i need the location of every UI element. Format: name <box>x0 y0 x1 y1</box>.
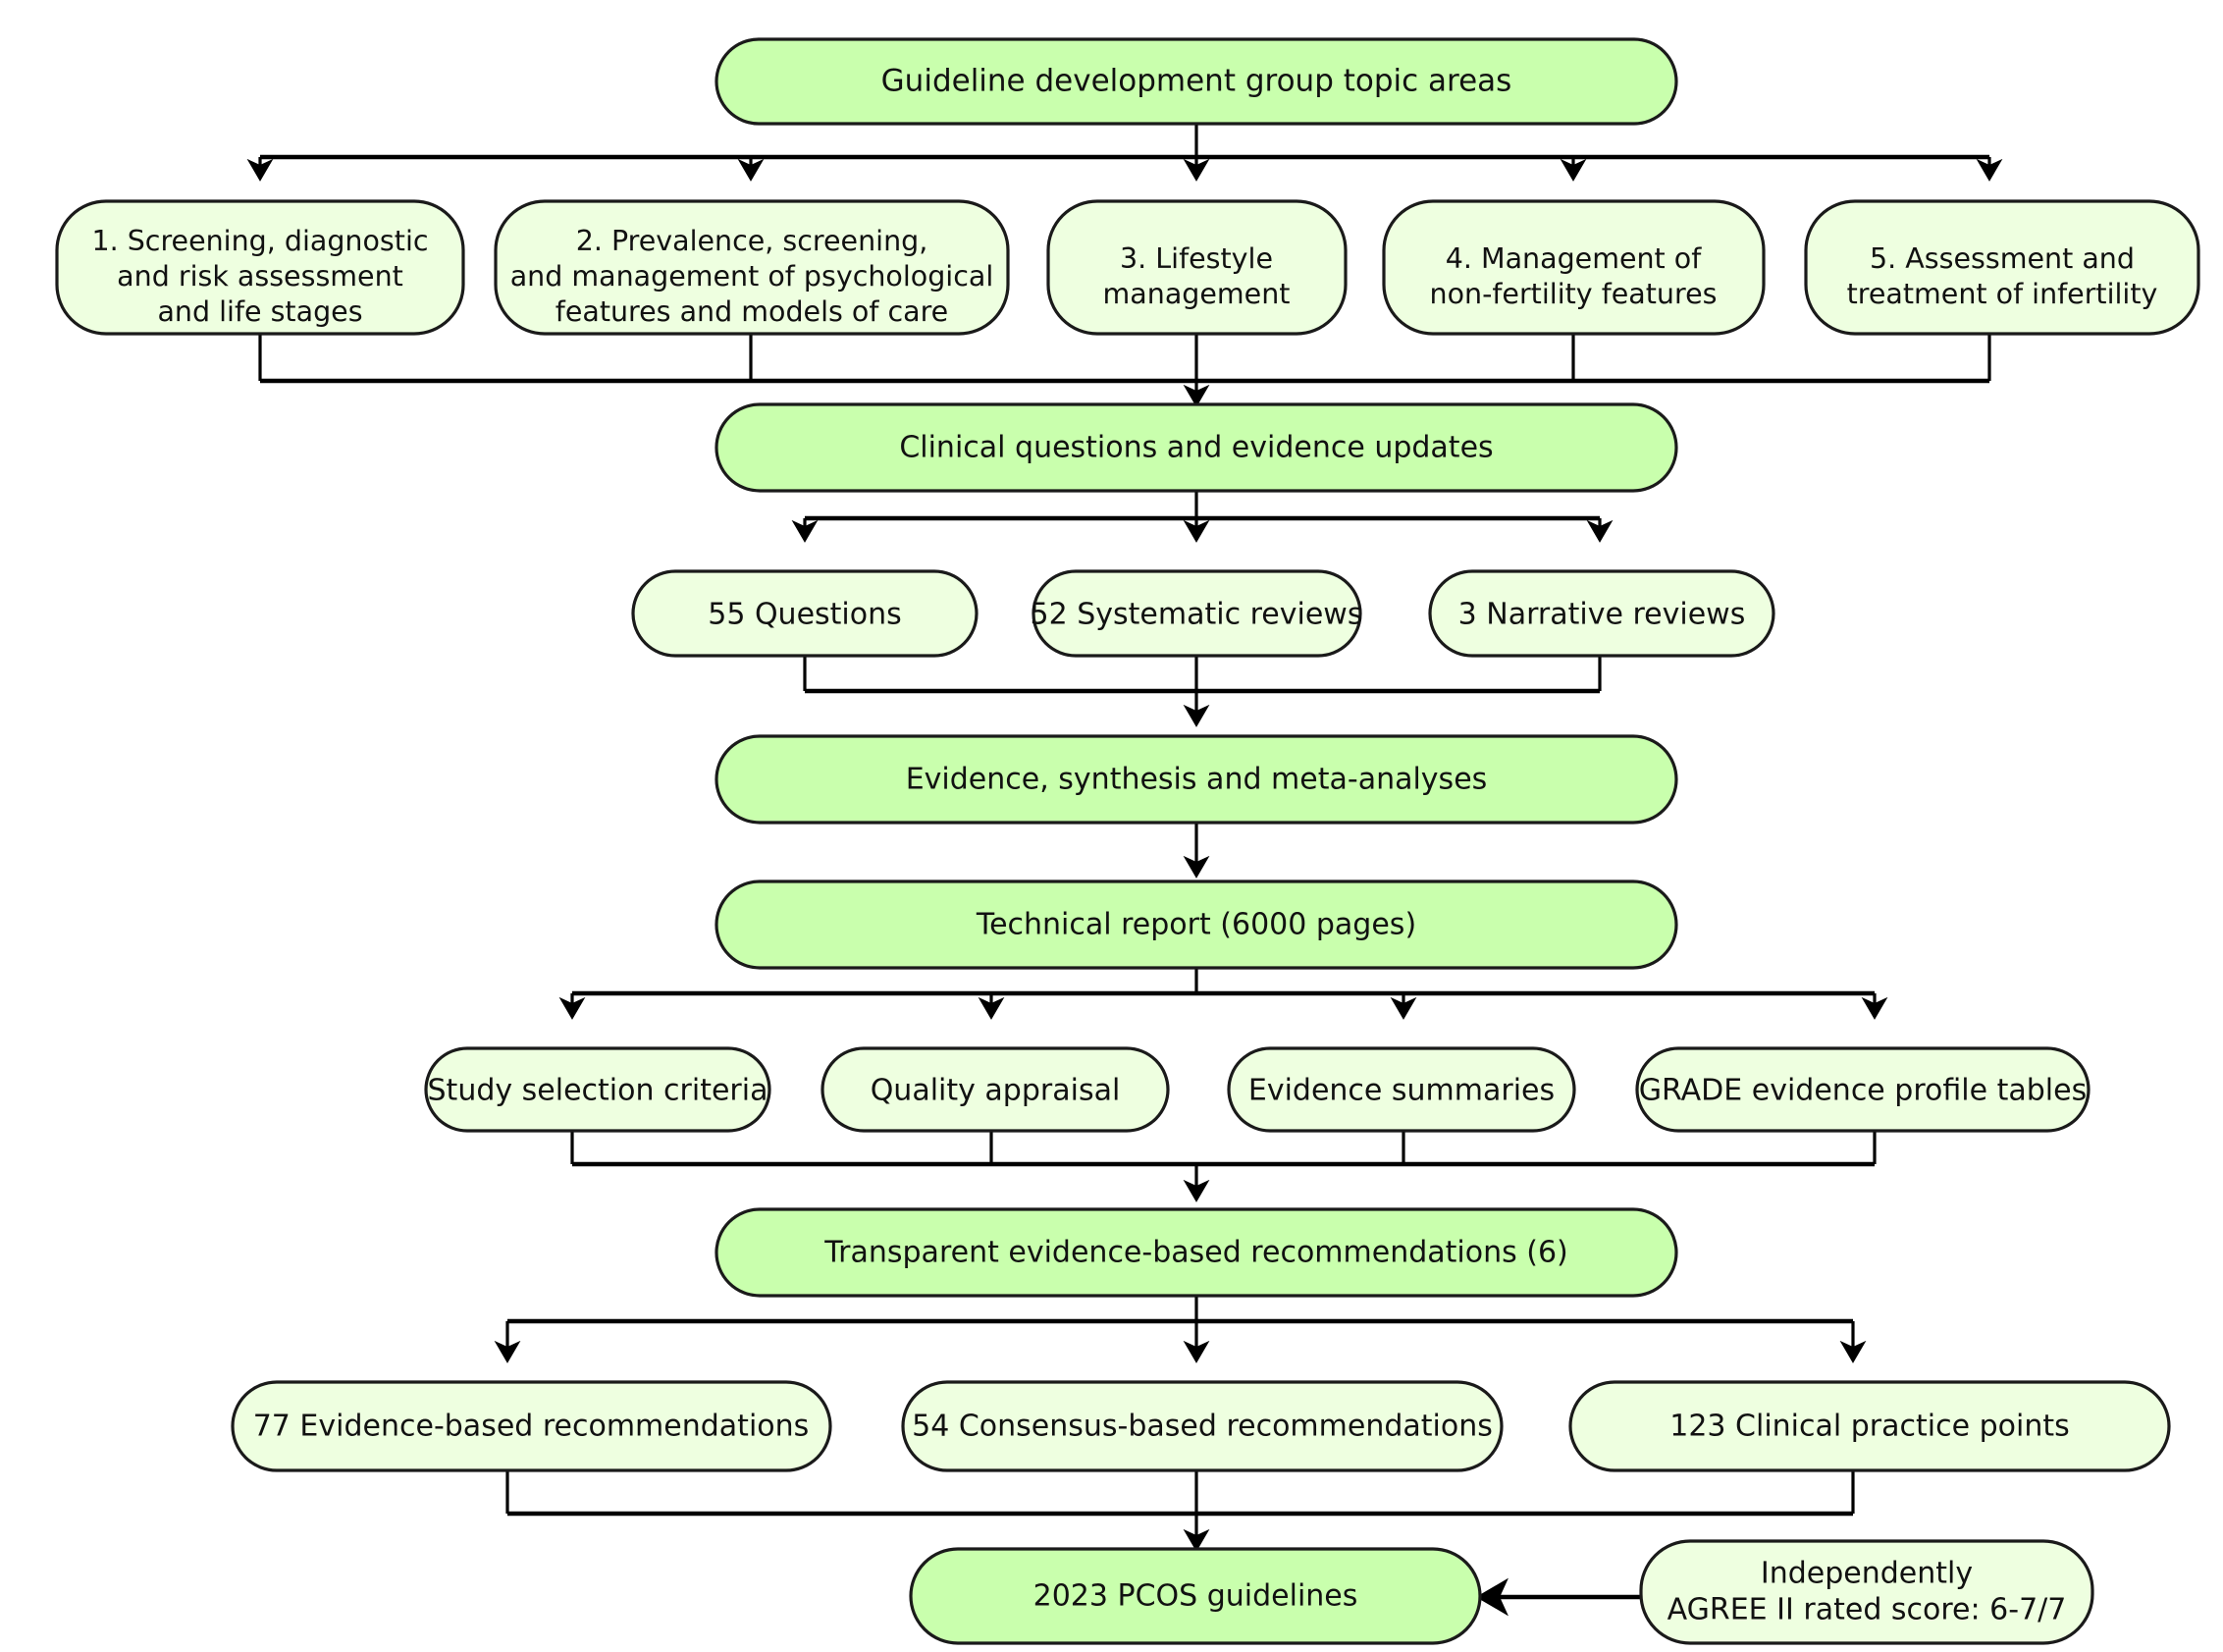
node-consensus-based-recs[interactable]: 54 Consensus-based recommendations <box>901 1380 1504 1472</box>
node-agree-rating[interactable]: Independently AGREE II rated score: 6-7/… <box>1639 1539 2094 1645</box>
edge-technicalreport-to-components <box>558 968 1888 1020</box>
node-grade-tables[interactable]: GRADE evidence profile tables <box>1635 1046 2091 1133</box>
node-topic-2-line-1: 2. Prevalence, screening, <box>576 225 928 257</box>
node-evidence-synthesis[interactable]: Evidence, synthesis and meta-analyses <box>715 734 1678 825</box>
node-clinical-questions-label: Clinical questions and evidence updates <box>899 431 1493 465</box>
node-agree-rating-line-1: Independently <box>1761 1557 1973 1591</box>
node-evidence-based-recs[interactable]: 77 Evidence-based recommendations <box>231 1380 832 1472</box>
node-technical-report[interactable]: Technical report (6000 pages) <box>715 879 1678 970</box>
node-topic-5-line-2: treatment of infertility <box>1847 278 2158 310</box>
node-clinical-practice-points-label: 123 Clinical practice points <box>1669 1410 2070 1444</box>
node-evidence-summaries-label: Evidence summaries <box>1248 1074 1555 1108</box>
node-technical-report-label: Technical report (6000 pages) <box>976 908 1416 942</box>
edge-outputs-to-evidencesynthesis <box>803 656 1602 727</box>
edge-transparentrecs-to-rectypes <box>494 1296 1867 1363</box>
node-topic-5[interactable]: 5. Assessment and treatment of infertili… <box>1804 199 2200 336</box>
edge-components-to-transparentrecs <box>570 1131 1877 1202</box>
node-pcos-guidelines-label: 2023 PCOS guidelines <box>1033 1579 1358 1614</box>
node-clinical-questions[interactable]: Clinical questions and evidence updates <box>715 402 1678 493</box>
node-topic-3[interactable]: 3. Lifestyle management <box>1046 199 1348 336</box>
edge-topics-to-clinicalquestions <box>258 334 1991 407</box>
node-agree-rating-line-2: AGREE II rated score: 6-7/7 <box>1667 1593 2067 1627</box>
node-narrative-reviews-label: 3 Narrative reviews <box>1458 598 1746 632</box>
node-topic-4-line-2: non-fertility features <box>1430 278 1718 310</box>
node-topic-5-line-1: 5. Assessment and <box>1870 242 2135 275</box>
node-study-selection-label: Study selection criteria <box>428 1074 768 1108</box>
node-evidence-summaries[interactable]: Evidence summaries <box>1227 1046 1576 1133</box>
node-consensus-based-recs-label: 54 Consensus-based recommendations <box>912 1410 1493 1444</box>
node-transparent-recs[interactable]: Transparent evidence-based recommendatio… <box>715 1207 1678 1298</box>
node-topic-4-line-1: 4. Management of <box>1446 242 1702 275</box>
node-topic-2[interactable]: 2. Prevalence, screening, and management… <box>494 199 1010 336</box>
node-topic-1-line-2: and risk assessment <box>117 260 403 293</box>
node-topic-2-line-2: and management of psychological <box>510 260 994 293</box>
edge-topicareas-to-topics <box>246 124 2003 182</box>
node-quality-appraisal-label: Quality appraisal <box>871 1074 1121 1108</box>
node-evidence-based-recs-label: 77 Evidence-based recommendations <box>253 1410 810 1444</box>
node-topic-1-line-3: and life stages <box>157 295 362 328</box>
node-topic-areas-label: Guideline development group topic areas <box>881 64 1512 99</box>
node-study-selection[interactable]: Study selection criteria <box>424 1046 771 1133</box>
node-evidence-synthesis-label: Evidence, synthesis and meta-analyses <box>906 763 1488 797</box>
edge-rectypes-to-pcosguidelines <box>505 1470 1855 1552</box>
node-topic-1[interactable]: 1. Screening, diagnostic and risk assess… <box>55 199 465 336</box>
node-clinical-practice-points[interactable]: 123 Clinical practice points <box>1568 1380 2171 1472</box>
node-topic-1-line-1: 1. Screening, diagnostic <box>91 225 428 257</box>
node-pcos-guidelines[interactable]: 2023 PCOS guidelines <box>909 1547 1482 1645</box>
node-grade-tables-label: GRADE evidence profile tables <box>1639 1074 2087 1108</box>
node-systematic-reviews-label: 52 Systematic reviews <box>1031 598 1363 632</box>
node-topic-3-line-2: management <box>1103 278 1291 310</box>
node-quality-appraisal[interactable]: Quality appraisal <box>820 1046 1170 1133</box>
node-questions[interactable]: 55 Questions <box>631 569 979 658</box>
node-topic-2-line-3: features and models of care <box>556 295 948 328</box>
node-transparent-recs-label: Transparent evidence-based recommendatio… <box>823 1236 1568 1270</box>
node-questions-label: 55 Questions <box>708 598 902 632</box>
node-topic-3-line-1: 3. Lifestyle <box>1120 242 1273 275</box>
node-topic-4[interactable]: 4. Management of non-fertility features <box>1382 199 1766 336</box>
edge-clinicalquestions-to-outputs <box>791 491 1614 543</box>
node-systematic-reviews[interactable]: 52 Systematic reviews <box>1031 569 1363 658</box>
node-narrative-reviews[interactable]: 3 Narrative reviews <box>1428 569 1775 658</box>
node-topic-areas[interactable]: Guideline development group topic areas <box>715 37 1678 126</box>
